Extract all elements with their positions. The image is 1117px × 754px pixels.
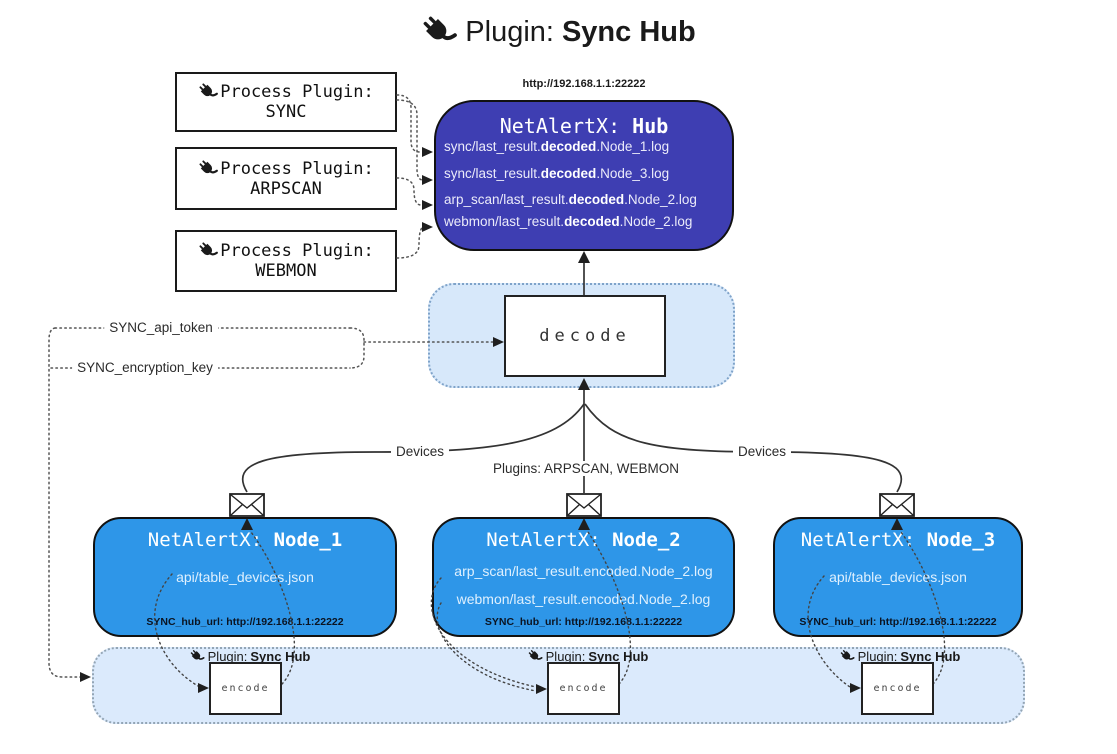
plug-icon bbox=[190, 649, 205, 664]
hub-file-line: arp_scan/last_result.decoded.Node_2.log bbox=[444, 192, 697, 207]
process-plugin-label: Process Plugin: bbox=[220, 158, 374, 179]
node-title: NetAlertX: Node_3 bbox=[800, 529, 996, 551]
edge-webmon-to-hub bbox=[396, 222, 433, 259]
encode-box-node-2: encode bbox=[547, 662, 620, 715]
hub-file-line: webmon/last_result.decoded.Node_2.log bbox=[444, 214, 693, 229]
process-plugin-label: Process Plugin: bbox=[220, 241, 374, 261]
process-plugin-box-arpscan: Process Plugin: ARPSCAN bbox=[175, 147, 397, 210]
process-plugin-name: WEBMON bbox=[255, 261, 317, 281]
envelope-icon-node-3 bbox=[879, 493, 915, 517]
title-prefix: Plugin: bbox=[465, 15, 554, 48]
node-box-node-3: NetAlertX: Node_3 api/table_devices.json… bbox=[773, 517, 1023, 637]
encode-box-node-3: encode bbox=[861, 662, 934, 715]
page-title: Plugin: Sync Hub bbox=[0, 14, 1117, 50]
hub-box: NetAlertX: Hub sync/last_result.decoded.… bbox=[434, 100, 734, 251]
edge-sync-to-hub bbox=[396, 94, 433, 185]
edge-arpscan-to-hub bbox=[396, 177, 433, 210]
process-plugin-name: ARPSCAN bbox=[250, 178, 322, 199]
hub-url-label: http://192.168.1.1:22222 bbox=[522, 78, 646, 90]
edge-label-plugins: Plugins: ARPSCAN, WEBMON bbox=[487, 461, 685, 476]
node-hub-url: SYNC_hub_url: http://192.168.1.1:22222 bbox=[799, 616, 997, 628]
plug-icon bbox=[198, 82, 218, 102]
node-file-line: api/table_devices.json bbox=[829, 569, 967, 585]
encode-box-node-1: encode bbox=[209, 662, 282, 715]
node-hub-url: SYNC_hub_url: http://192.168.1.1:22222 bbox=[484, 616, 683, 628]
node-file-line: api/table_devices.json bbox=[176, 569, 314, 585]
plug-icon bbox=[840, 649, 855, 664]
process-plugin-box-webmon: Process Plugin: WEBMON bbox=[175, 230, 397, 292]
edge-label-devices-left: Devices bbox=[390, 444, 450, 459]
edge-label-devices-right: Devices bbox=[732, 444, 792, 459]
plug-icon bbox=[528, 649, 543, 664]
process-plugin-box-sync: Process Plugin: SYNC bbox=[175, 72, 397, 132]
decode-box: decode bbox=[504, 295, 666, 377]
sync-api-token-label: SYNC_api_token bbox=[104, 320, 218, 335]
envelope-icon-node-1 bbox=[229, 493, 265, 517]
node-title: NetAlertX: Node_1 bbox=[147, 529, 343, 551]
process-plugin-name: SYNC bbox=[265, 102, 307, 122]
hub-file-line: sync/last_result.decoded.Node_1.log bbox=[444, 139, 670, 154]
node-box-node-2: NetAlertX: Node_2 arp_scan/last_result.e… bbox=[432, 517, 735, 637]
title-name: Sync Hub bbox=[561, 15, 696, 48]
process-plugin-label: Process Plugin: bbox=[220, 82, 374, 102]
hub-title-name: Hub bbox=[632, 114, 669, 138]
node-file-line: arp_scan/last_result.encoded.Node_2.log bbox=[454, 563, 713, 579]
node-hub-url: SYNC_hub_url: http://192.168.1.1:22222 bbox=[146, 616, 344, 628]
node-box-node-1: NetAlertX: Node_1 api/table_devices.json… bbox=[93, 517, 397, 637]
node-file-line: webmon/last_result.encoded.Node_2.log bbox=[456, 591, 711, 607]
hub-title: NetAlertX: Hub bbox=[436, 114, 732, 138]
node-title: NetAlertX: Node_2 bbox=[486, 529, 681, 551]
envelope-icon-node-2 bbox=[566, 493, 602, 517]
sync-encryption-key-label: SYNC_encryption_key bbox=[72, 360, 218, 375]
plug-icon bbox=[421, 14, 457, 50]
plug-icon bbox=[198, 241, 218, 261]
hub-title-prefix: NetAlertX: bbox=[499, 114, 621, 138]
plug-icon bbox=[198, 159, 218, 179]
hub-file-line: sync/last_result.decoded.Node_3.log bbox=[444, 166, 670, 181]
